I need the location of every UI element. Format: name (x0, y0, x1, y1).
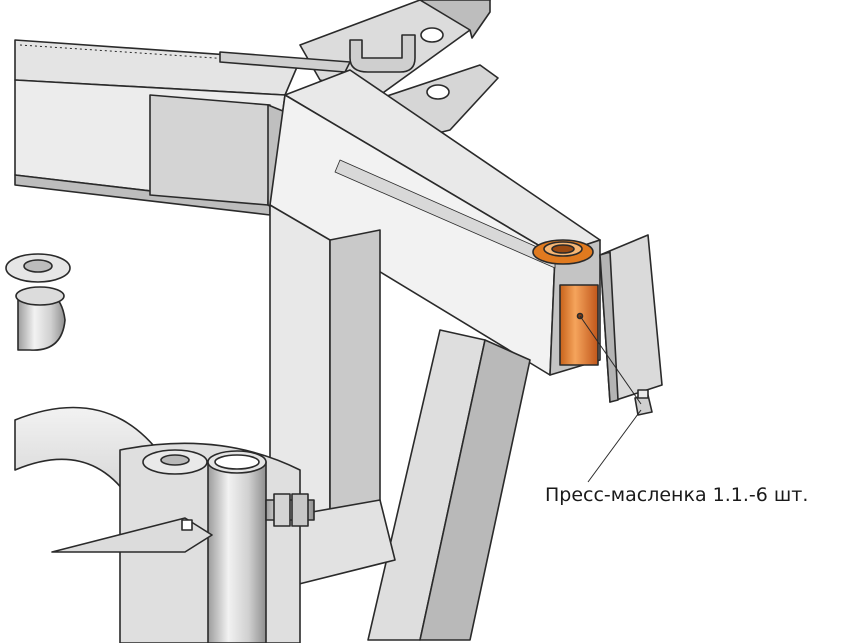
ball-joint-part (15, 286, 66, 351)
diagonal-arm (269, 69, 601, 376)
angled-brace (367, 329, 531, 641)
washer-part (5, 253, 71, 283)
u-bracket (349, 34, 416, 73)
bushing (532, 239, 599, 366)
bolt-with-nuts (265, 493, 315, 527)
grease-nipple-icon (634, 389, 653, 416)
vertical-tube (207, 450, 267, 643)
vertical-leg (269, 204, 381, 521)
end-plate (599, 234, 663, 403)
pointed-pin (51, 517, 213, 553)
callout-leader-line (579, 315, 642, 483)
callout-label: Пресс-масленка 1.1.-6 шт. (545, 484, 809, 506)
